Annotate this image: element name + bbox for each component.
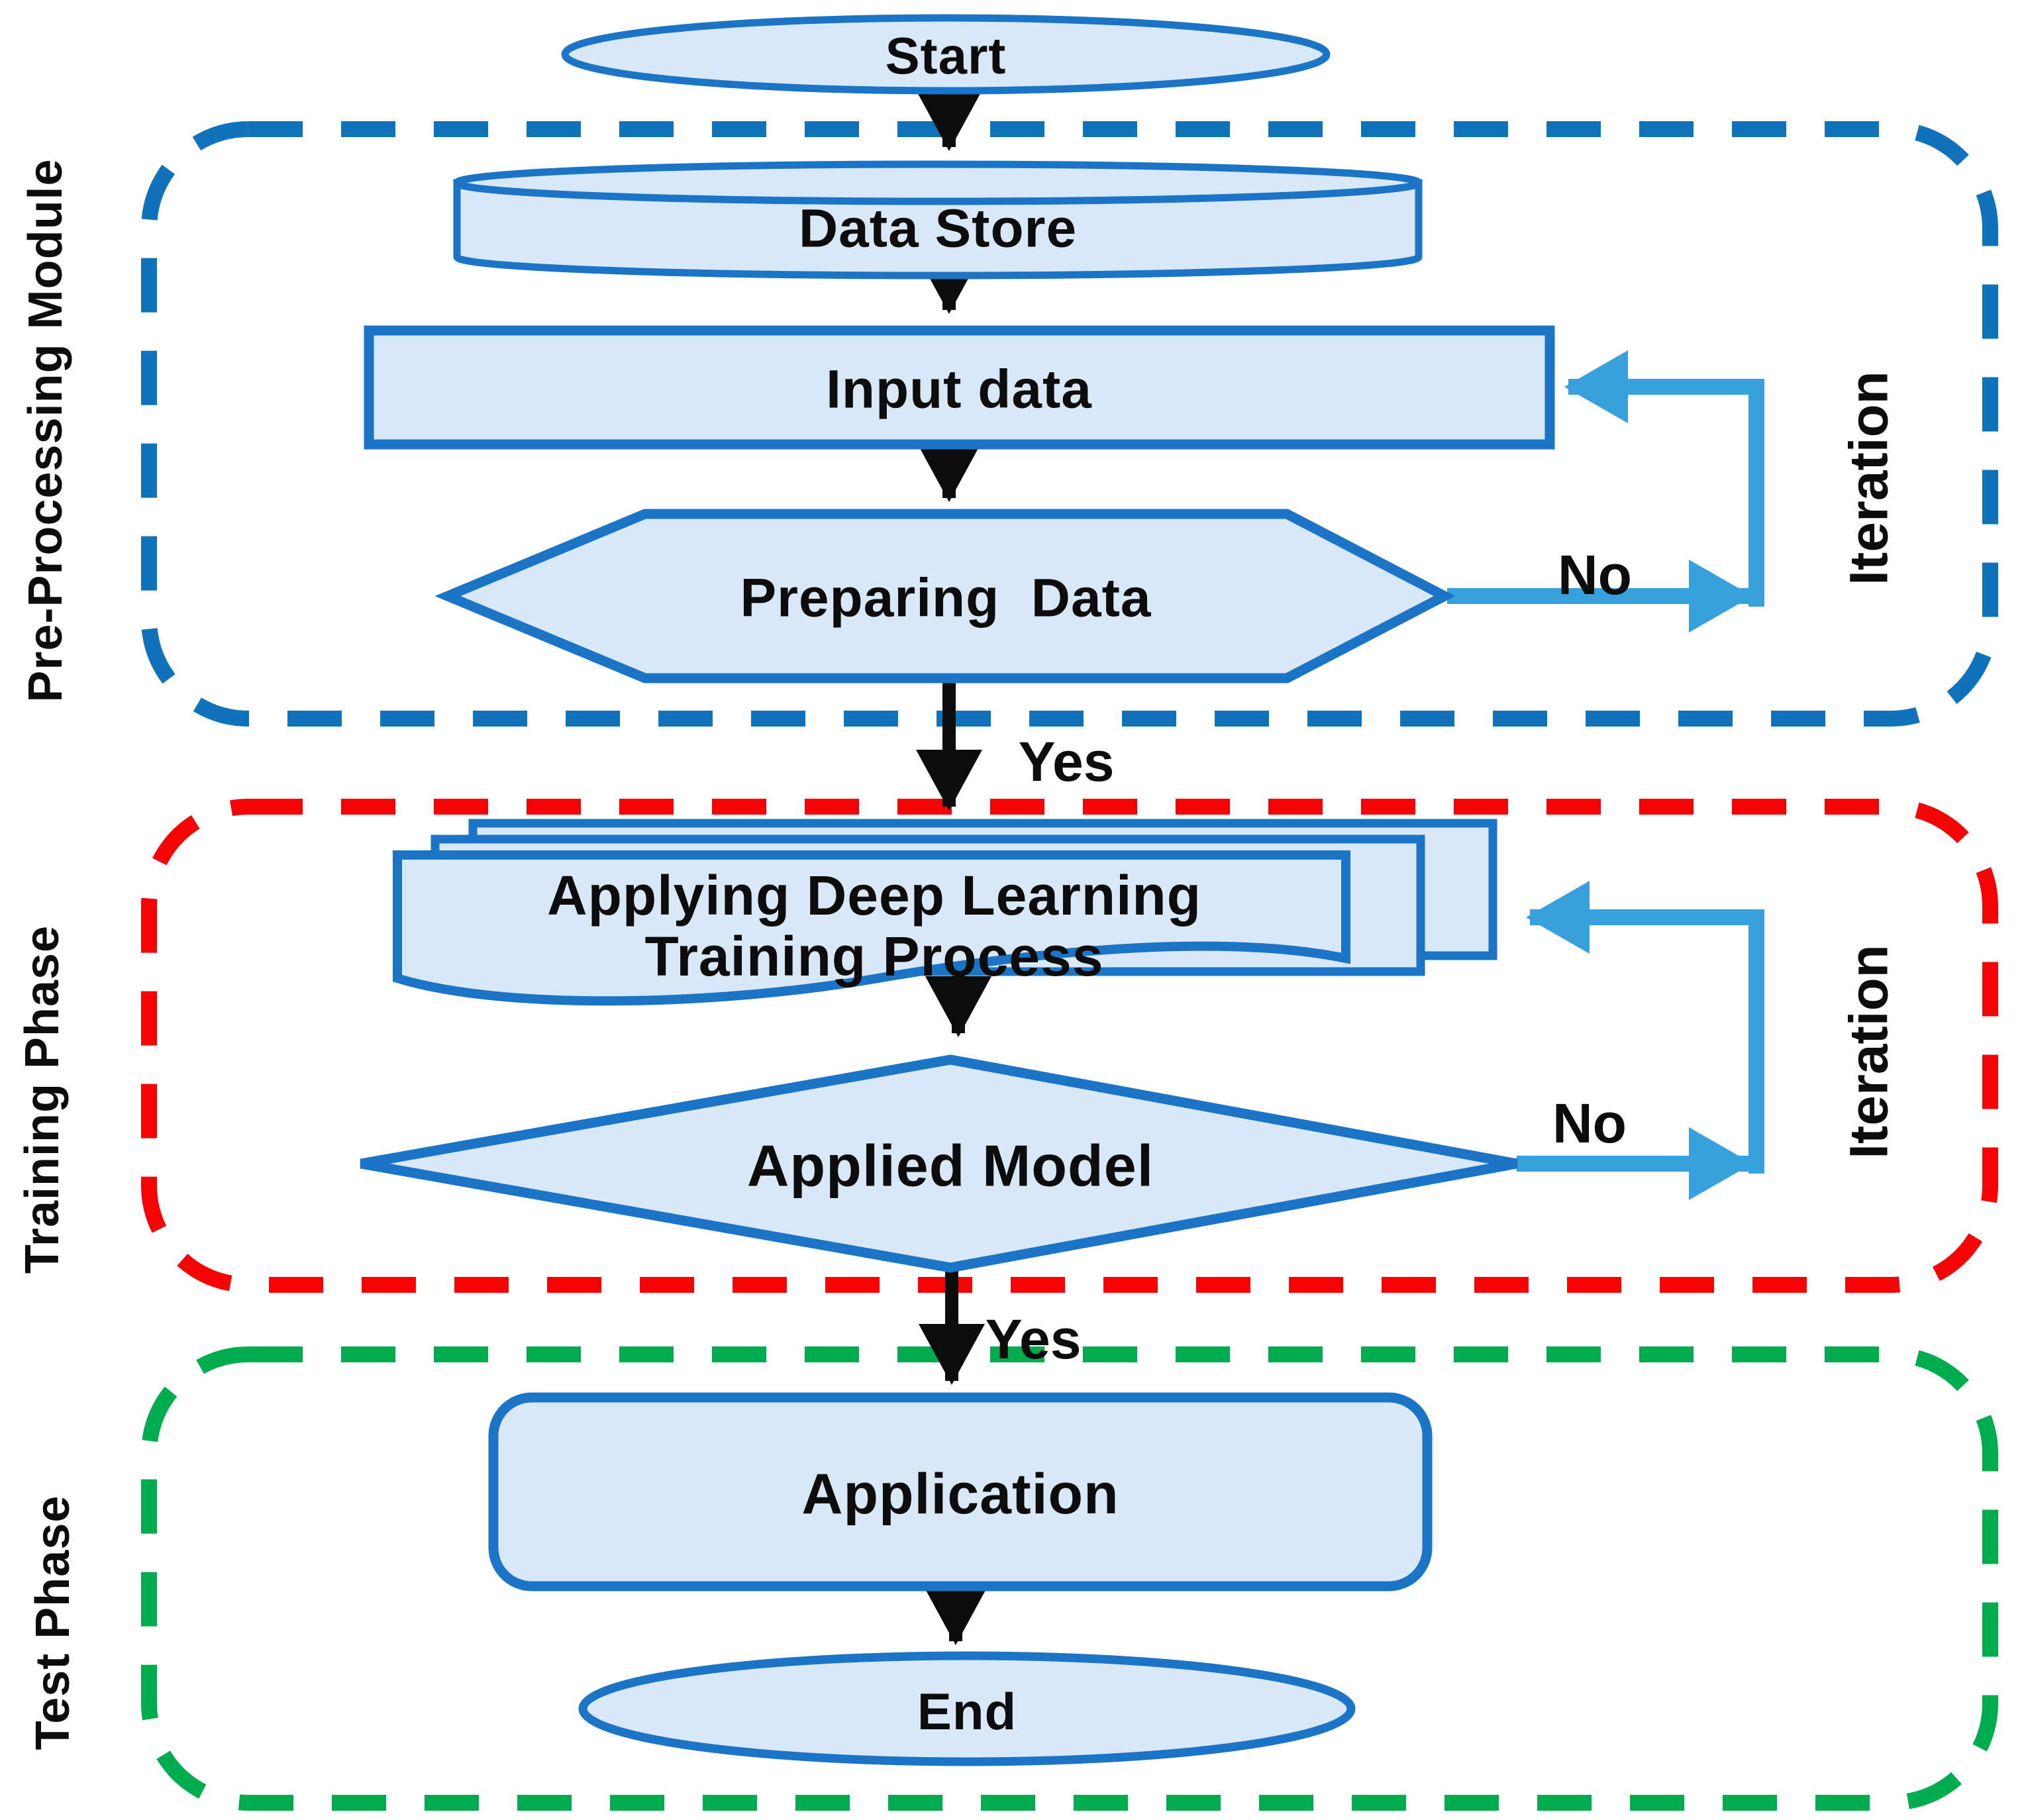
loop-arrow-iteration-1 xyxy=(1447,350,1764,632)
node-input-data: Input data xyxy=(364,325,1555,450)
pre-processing-region-border xyxy=(141,121,1998,727)
end-label: End xyxy=(917,1682,1017,1741)
loop-arrow-iteration-2 xyxy=(1517,881,1764,1200)
node-training-process: Applying Deep Learning Training Process xyxy=(393,819,1497,1006)
node-end: End xyxy=(578,1651,1356,1766)
pre-processing-region-label: Pre-Processing Module xyxy=(19,158,72,702)
region-pre-processing-module: Pre-Processing Module xyxy=(19,121,1998,727)
edge-label-yes-2: Yes xyxy=(986,1308,1082,1370)
input-data-label: Input data xyxy=(826,360,1092,420)
preparing-data-label: Preparing Data xyxy=(740,568,1151,629)
region-test-phase: Test Phase xyxy=(26,1346,1998,1811)
edge-label-no-1: No xyxy=(1558,544,1632,606)
start-ellipse xyxy=(561,14,1331,95)
training-doc-front xyxy=(393,850,1350,1006)
edge-label-iteration-2: Iteration xyxy=(1839,944,1899,1158)
data-store-top-ellipse xyxy=(453,160,1423,205)
data-store-label: Data Store xyxy=(799,199,1077,259)
application-rect xyxy=(488,1392,1433,1592)
start-label: Start xyxy=(886,26,1007,85)
test-region-border xyxy=(141,1346,1998,1811)
edge-label-iteration-1: Iteration xyxy=(1839,371,1899,585)
node-application: Application xyxy=(488,1392,1433,1592)
input-data-rect xyxy=(364,325,1555,450)
loop1-return-segment xyxy=(1564,350,1764,607)
data-store-body xyxy=(453,179,1423,279)
end-ellipse xyxy=(578,1651,1356,1766)
application-label: Application xyxy=(801,1462,1119,1526)
training-label-line1: Applying Deep Learning xyxy=(547,864,1201,927)
region-training-phase: Training Phase xyxy=(16,799,1998,1293)
node-start: Start xyxy=(561,14,1331,95)
flow-arrows xyxy=(916,90,991,1645)
applied-model-label: Applied Model xyxy=(747,1133,1154,1199)
training-region-label: Training Phase xyxy=(16,925,69,1274)
training-label-line2: Training Process xyxy=(645,925,1104,987)
node-preparing-data: Preparing Data xyxy=(434,509,1456,683)
test-region-label: Test Phase xyxy=(26,1495,79,1750)
edge-label-yes-1: Yes xyxy=(1019,731,1115,793)
node-applied-model: Applied Model xyxy=(360,1054,1518,1273)
applied-model-diamond xyxy=(360,1054,1518,1273)
edge-label-no-2: No xyxy=(1552,1092,1627,1154)
node-data-store: Data Store xyxy=(453,160,1423,279)
loop2-return-segment xyxy=(1526,881,1764,1174)
preparing-data-hexagon xyxy=(434,509,1456,683)
